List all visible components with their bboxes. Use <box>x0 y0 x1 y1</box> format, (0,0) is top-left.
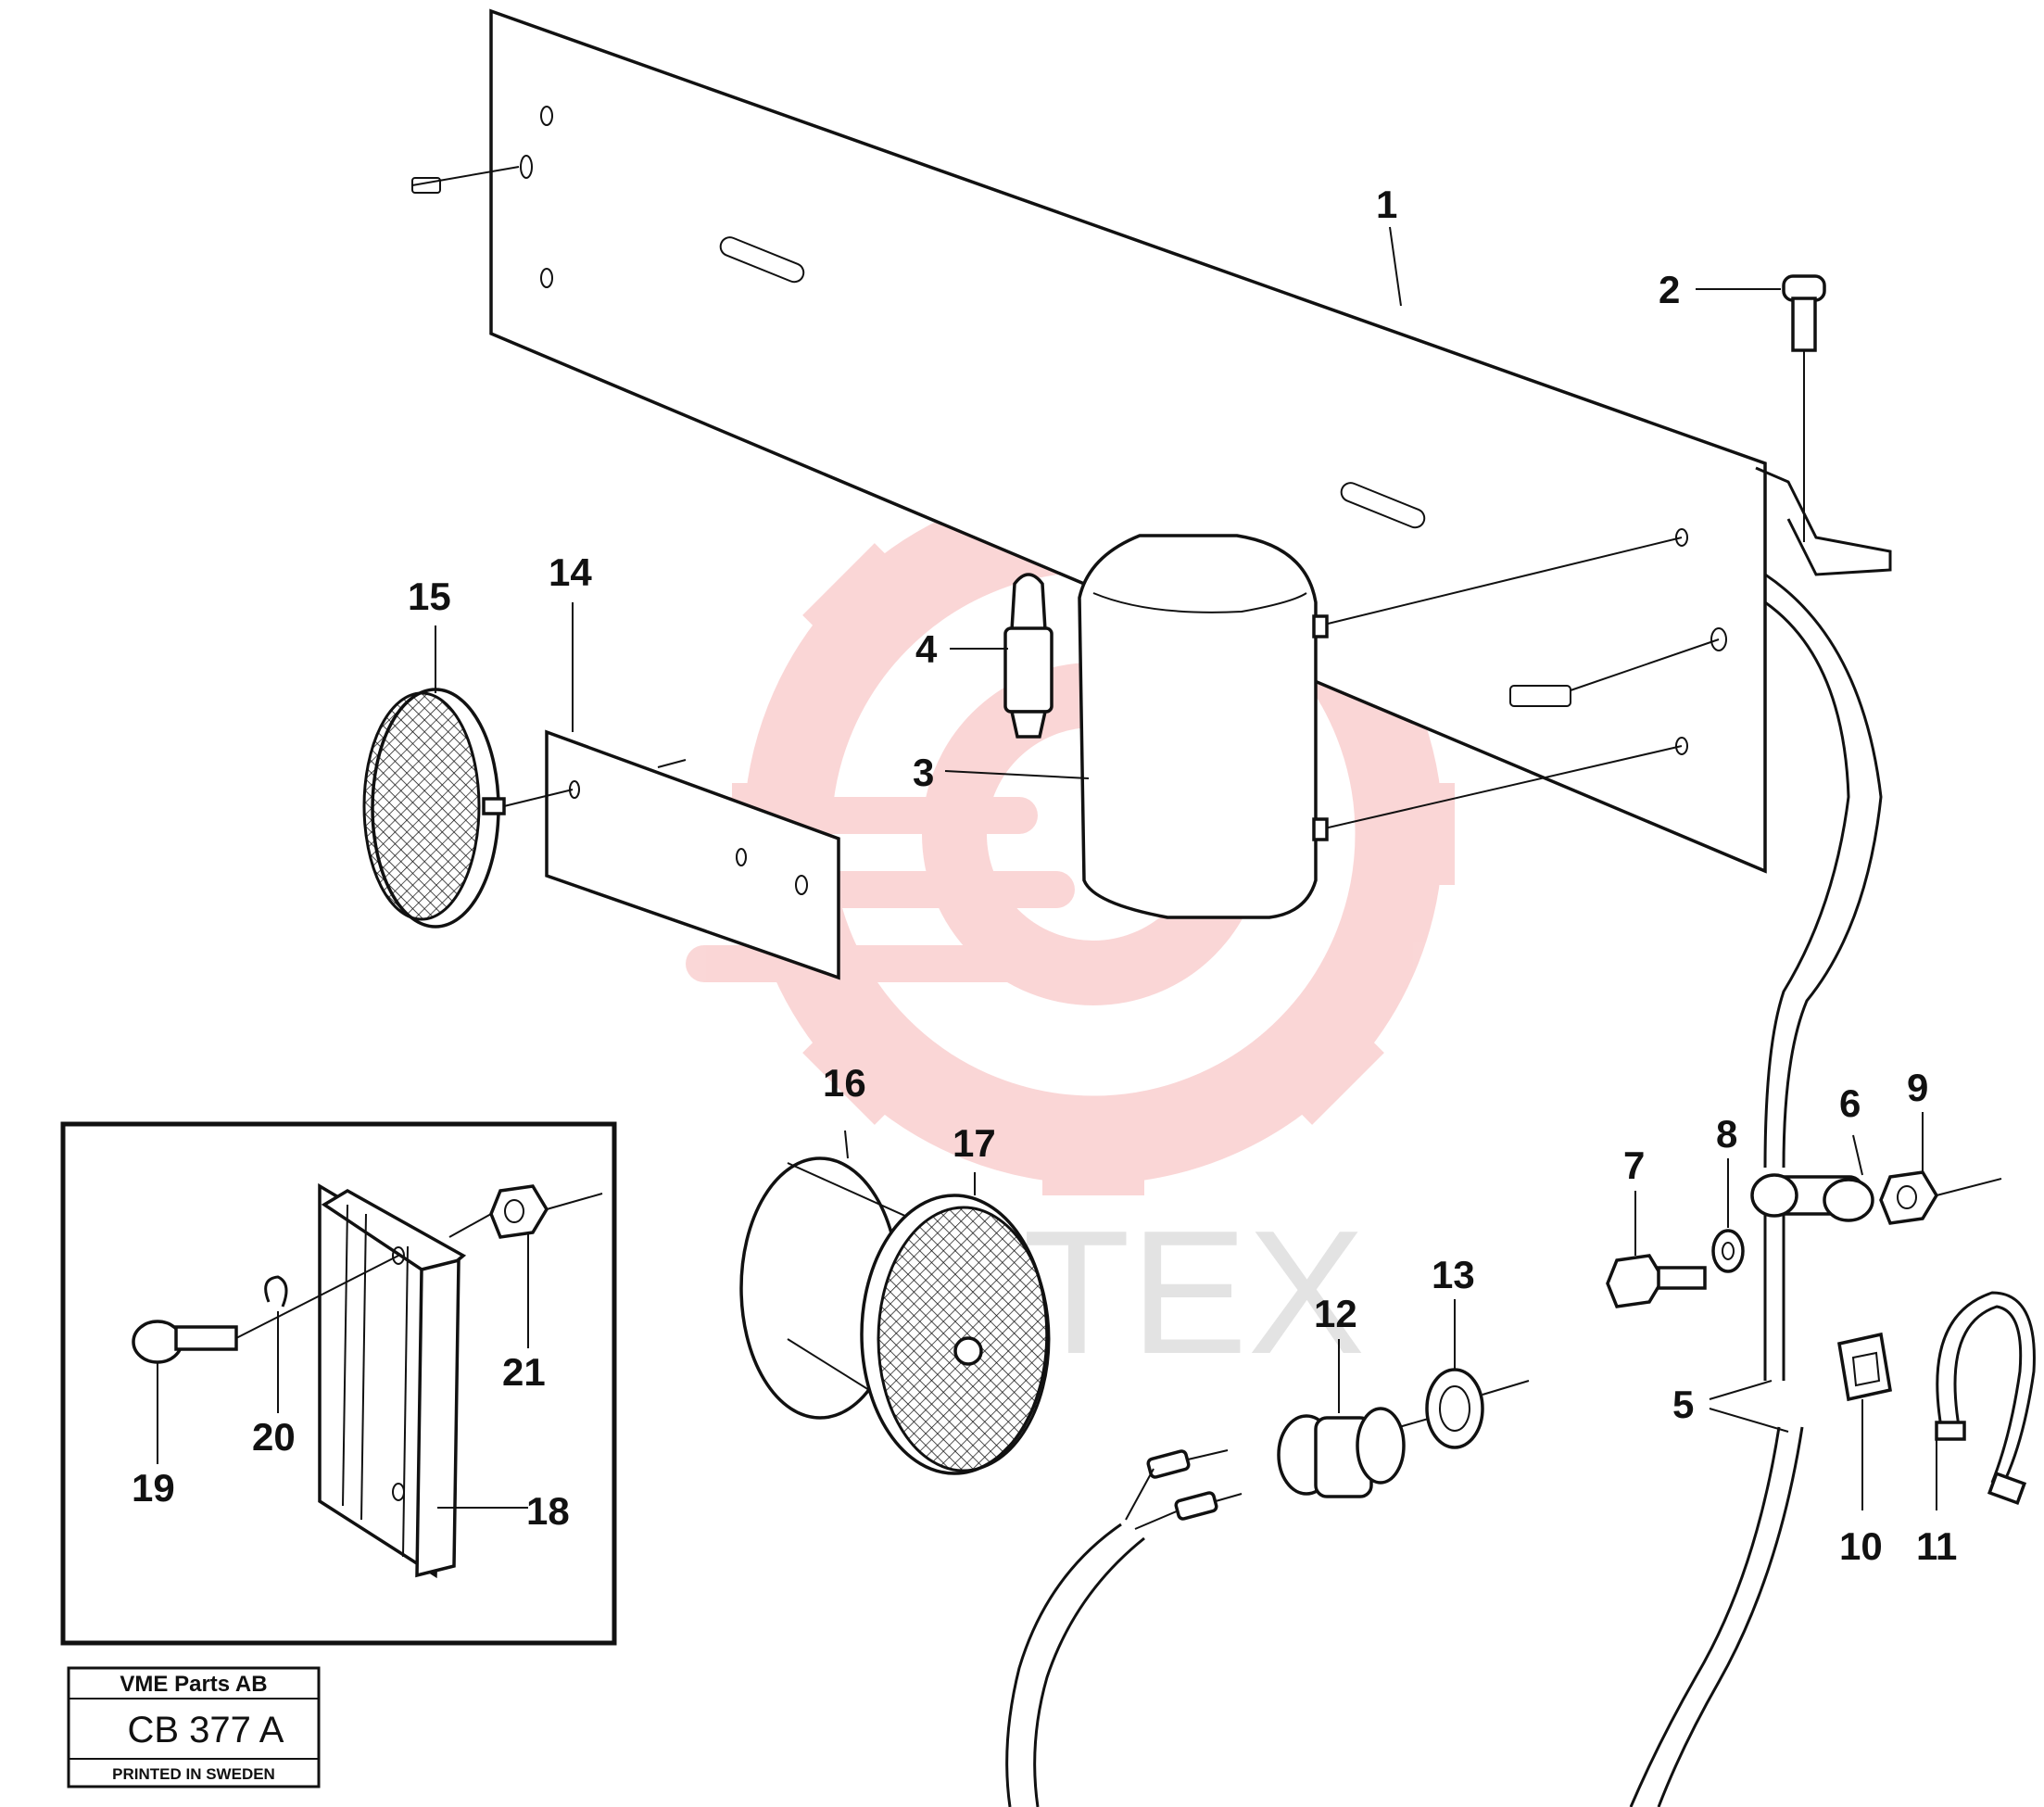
part-label-18: 18 <box>526 1489 570 1533</box>
bolt-part-7 <box>1606 1254 1707 1308</box>
bulb <box>1003 573 1054 739</box>
title-block-code: CB 377 A <box>127 1710 284 1750</box>
title-block-company: VME Parts AB <box>120 1672 267 1697</box>
part-label-5: 5 <box>1672 1383 1694 1426</box>
lamp-housing <box>1078 534 1683 919</box>
part-label-6: 6 <box>1839 1081 1861 1125</box>
inset-bracket-box <box>60 1121 617 1646</box>
cable-clamp <box>1750 1173 1874 1222</box>
rear-reflector <box>739 1156 1051 1475</box>
part-label-7: 7 <box>1623 1144 1645 1187</box>
part-label-21: 21 <box>502 1350 546 1394</box>
part-label-2: 2 <box>1659 268 1680 311</box>
title-block: VME Parts AB CB 377 A PRINTED IN SWEDEN <box>67 1666 321 1788</box>
part-label-19: 19 <box>132 1466 175 1510</box>
screw-part-2 <box>1782 274 1826 542</box>
grommet <box>1277 1407 1432 1498</box>
cable <box>1629 573 1883 1807</box>
bolt-part-19 <box>132 1255 399 1364</box>
reflector-plate <box>545 729 840 980</box>
part-label-1: 1 <box>1376 183 1397 226</box>
washer-part-8 <box>1711 1229 1745 1273</box>
part-label-20: 20 <box>252 1415 296 1459</box>
part-label-11: 11 <box>1916 1524 1957 1568</box>
part-label-8: 8 <box>1716 1112 1737 1156</box>
title-block-footer: PRINTED IN SWEDEN <box>112 1765 275 1783</box>
part-label-16: 16 <box>823 1061 866 1105</box>
part-label-13: 13 <box>1432 1253 1475 1296</box>
clip-part-20 <box>264 1275 288 1308</box>
part-label-17: 17 <box>953 1121 996 1165</box>
threaded-nut <box>1425 1368 1530 1449</box>
part-label-10: 10 <box>1839 1524 1883 1568</box>
bracket <box>318 1182 467 1579</box>
plug-wire <box>1005 1449 1243 1807</box>
mounting-plate <box>411 8 1892 874</box>
nut-part-9 <box>1879 1170 2002 1225</box>
part-label-14: 14 <box>549 550 592 594</box>
cable-tie-holder <box>1837 1332 1892 1402</box>
cable-tie <box>1935 1291 2036 1506</box>
leader-lines <box>157 226 1937 1510</box>
part-label-4: 4 <box>915 627 938 671</box>
round-reflector <box>362 688 574 929</box>
part-label-12: 12 <box>1314 1292 1357 1335</box>
part-label-15: 15 <box>408 575 451 618</box>
part-label-3: 3 <box>913 751 934 794</box>
part-labels: 1 2 3 4 5 6 7 8 9 10 11 12 13 14 15 16 1… <box>132 183 1957 1568</box>
nut-part-21 <box>448 1184 603 1239</box>
part-label-9: 9 <box>1907 1066 1928 1109</box>
